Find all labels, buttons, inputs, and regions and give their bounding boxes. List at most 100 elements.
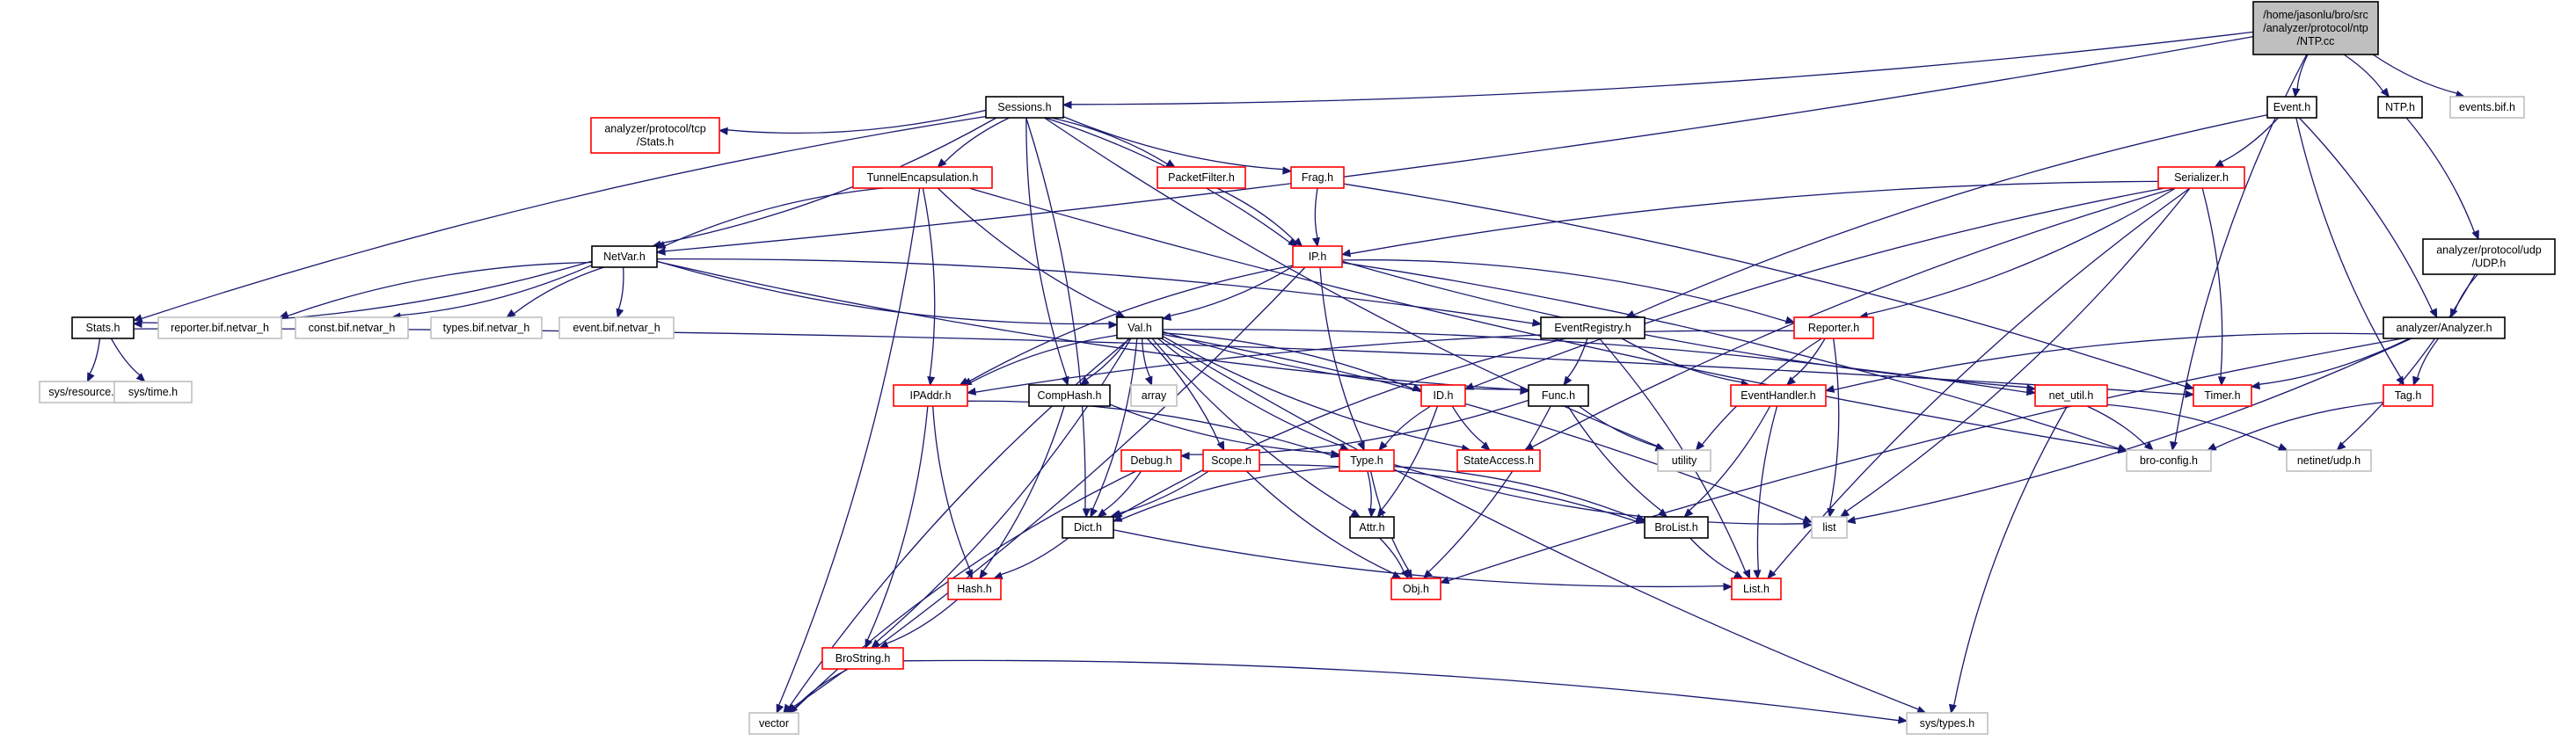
edge-scope_h-to-brolist_h bbox=[1259, 464, 1646, 525]
edge-net_util_h-to-sys_types_h bbox=[1948, 405, 2069, 715]
edge-eventhandler_h-to-brolist_h bbox=[1683, 405, 1771, 518]
node-label: sys/time.h bbox=[128, 386, 178, 398]
node-utility: utility bbox=[1657, 449, 1711, 472]
edge-stats_h-to-sys_time_h bbox=[110, 338, 146, 382]
edge-brostring_h-to-vector bbox=[787, 668, 849, 714]
edges-layer bbox=[86, 31, 2479, 724]
node-vector: vector bbox=[748, 712, 799, 735]
node-eventregistry-h[interactable]: EventRegistry.h bbox=[1540, 316, 1646, 339]
node-events-bif-h: events.bif.h bbox=[2449, 96, 2525, 119]
edge-type_h-to-dict_h bbox=[1112, 466, 1340, 522]
edge-netvar_h-to-eventregistry_h bbox=[656, 258, 1543, 327]
node-label: Hash.h bbox=[957, 583, 992, 595]
node-analyzer-h[interactable]: analyzer/Analyzer.h bbox=[2383, 316, 2506, 339]
node-func-h[interactable]: Func.h bbox=[1528, 384, 1589, 407]
node-label: utility bbox=[1672, 454, 1697, 467]
node-event-h[interactable]: Event.h bbox=[2266, 96, 2317, 119]
node-dict-h[interactable]: Dict.h bbox=[1062, 516, 1114, 539]
node-ipaddr-h[interactable]: IPAddr.h bbox=[893, 384, 968, 407]
edge-udp_h-to-netinet_udp_h bbox=[2336, 273, 2476, 451]
node-const-bif-h: const.bif.netvar_h bbox=[295, 316, 409, 339]
node-sessions-h[interactable]: Sessions.h bbox=[985, 96, 1064, 119]
node-comphash-h[interactable]: CompHash.h bbox=[1028, 384, 1111, 407]
node-label: EventRegistry.h bbox=[1554, 322, 1631, 334]
edge-comphash_h-to-type_h bbox=[1109, 403, 1341, 459]
node-timer-h[interactable]: Timer.h bbox=[2193, 384, 2252, 407]
edge-sessions_h-to-comphash_h bbox=[1025, 117, 1069, 387]
edge-analyzer_h-to-eventhandler_h bbox=[1824, 332, 2384, 393]
edge-sessions_h-to-tcp_stats_h bbox=[718, 109, 987, 135]
edge-val_h-to-list bbox=[1162, 333, 1813, 523]
node-label: Dict.h bbox=[1074, 521, 1102, 534]
node-label: NTP.h bbox=[2385, 101, 2415, 113]
edge-udp_h-to-analyzer_h bbox=[2450, 273, 2478, 319]
node-packetfilter-h[interactable]: PacketFilter.h bbox=[1157, 166, 1246, 189]
node-stateaccess-h[interactable]: StateAccess.h bbox=[1456, 449, 1541, 472]
node-tunnelencap-h[interactable]: TunnelEncapsulation.h bbox=[852, 166, 993, 189]
edge-serializer_h-to-list_h bbox=[1767, 187, 2191, 579]
node-frag-h[interactable]: Frag.h bbox=[1290, 166, 1345, 189]
node-attr-h[interactable]: Attr.h bbox=[1349, 516, 1395, 539]
node-ntp-h[interactable]: NTP.h bbox=[2377, 96, 2423, 119]
edge-brolist_h-to-list_h bbox=[1689, 537, 1744, 579]
edge-func_h-to-utility bbox=[1578, 405, 1666, 452]
node-tcp-stats-h[interactable]: analyzer/protocol/tcp/Stats.h bbox=[590, 117, 720, 154]
node-net-util-h[interactable]: net_util.h bbox=[2034, 384, 2108, 407]
node-label: analyzer/Analyzer.h bbox=[2396, 322, 2492, 334]
edge-scope_h-to-dict_h bbox=[1109, 470, 1209, 519]
node-obj-h[interactable]: Obj.h bbox=[1390, 578, 1441, 600]
node-label: event.bif.netvar_h bbox=[573, 322, 660, 334]
node-debug-h[interactable]: Debug.h bbox=[1120, 449, 1182, 472]
edge-ip_h-to-reporter_h bbox=[1341, 259, 1796, 324]
edge-tunnelencap_h-to-ipaddr_h bbox=[922, 187, 936, 387]
node-tag-h[interactable]: Tag.h bbox=[2383, 384, 2434, 407]
node-val-h[interactable]: Val.h bbox=[1116, 316, 1164, 339]
node-udp-h[interactable]: analyzer/protocol/udp/UDP.h bbox=[2422, 238, 2556, 275]
edge-frag_h-to-ip_h bbox=[1311, 187, 1320, 248]
node-label: Serializer.h bbox=[2174, 171, 2229, 184]
node-types-bif-h: types.bif.netvar_h bbox=[430, 316, 543, 339]
node-ntp-cc: /home/jasonlu/bro/src/analyzer/protocol/… bbox=[2252, 1, 2379, 55]
node-label: Timer.h bbox=[2204, 389, 2240, 402]
edge-ntp_cc-to-netvar_h bbox=[655, 35, 2254, 256]
node-serializer-h[interactable]: Serializer.h bbox=[2157, 166, 2245, 189]
node-stats-h[interactable]: Stats.h bbox=[71, 316, 135, 339]
node-label: Val.h bbox=[1127, 322, 1152, 334]
node-label: /home/jasonlu/bro/src bbox=[2263, 9, 2368, 21]
node-label: BroList.h bbox=[1654, 521, 1697, 534]
node-list-h[interactable]: List.h bbox=[1731, 578, 1782, 600]
nodes-layer: /home/jasonlu/bro/src/analyzer/protocol/… bbox=[39, 1, 2556, 735]
edge-type_h-to-attr_h bbox=[1367, 470, 1376, 519]
edge-ntp_h-to-udp_h bbox=[2405, 117, 2479, 241]
node-label: ID.h bbox=[1434, 389, 1454, 402]
node-netinet-udp-h: netinet/udp.h bbox=[2286, 449, 2372, 472]
node-type-h[interactable]: Type.h bbox=[1339, 449, 1395, 472]
node-label: EventHandler.h bbox=[1740, 389, 1816, 402]
node-ip-h[interactable]: IP.h bbox=[1292, 245, 1343, 268]
node-label: CompHash.h bbox=[1038, 389, 1102, 402]
node-brostring-h[interactable]: BroString.h bbox=[821, 647, 904, 670]
edge-val_h-to-net_util_h bbox=[1162, 329, 2037, 396]
node-label: Tag.h bbox=[2395, 389, 2422, 402]
edge-val_h-to-ipaddr_h bbox=[961, 334, 1118, 386]
node-sys-types-h: sys/types.h bbox=[1906, 712, 1989, 735]
edge-eventregistry_h-to-eventhandler_h bbox=[1621, 338, 1751, 388]
edge-tag_h-to-bro_config_h bbox=[2206, 401, 2384, 451]
node-reporter-h[interactable]: Reporter.h bbox=[1793, 316, 1874, 339]
edge-reporter_h-to-list bbox=[1827, 338, 1840, 519]
node-hash-h[interactable]: Hash.h bbox=[947, 578, 1002, 600]
node-brolist-h[interactable]: BroList.h bbox=[1644, 516, 1709, 539]
edge-net_util_h-to-netinet_udp_h bbox=[2106, 403, 2288, 451]
node-label: Obj.h bbox=[1403, 583, 1429, 595]
node-label: TunnelEncapsulation.h bbox=[867, 171, 979, 184]
edge-stats_h-to-sys_resource_h bbox=[86, 338, 101, 383]
node-id-h[interactable]: ID.h bbox=[1420, 384, 1466, 407]
node-label: Stats.h bbox=[86, 322, 120, 334]
node-scope-h[interactable]: Scope.h bbox=[1202, 449, 1260, 472]
node-eventhandler-h[interactable]: EventHandler.h bbox=[1730, 384, 1827, 407]
node-netvar-h[interactable]: NetVar.h bbox=[591, 245, 658, 268]
node-label: bro-config.h bbox=[2140, 454, 2198, 467]
edge-ipaddr_h-to-brostring_h bbox=[865, 405, 929, 650]
node-label: list bbox=[1822, 521, 1836, 534]
node-label: analyzer/protocol/udp bbox=[2436, 244, 2542, 257]
